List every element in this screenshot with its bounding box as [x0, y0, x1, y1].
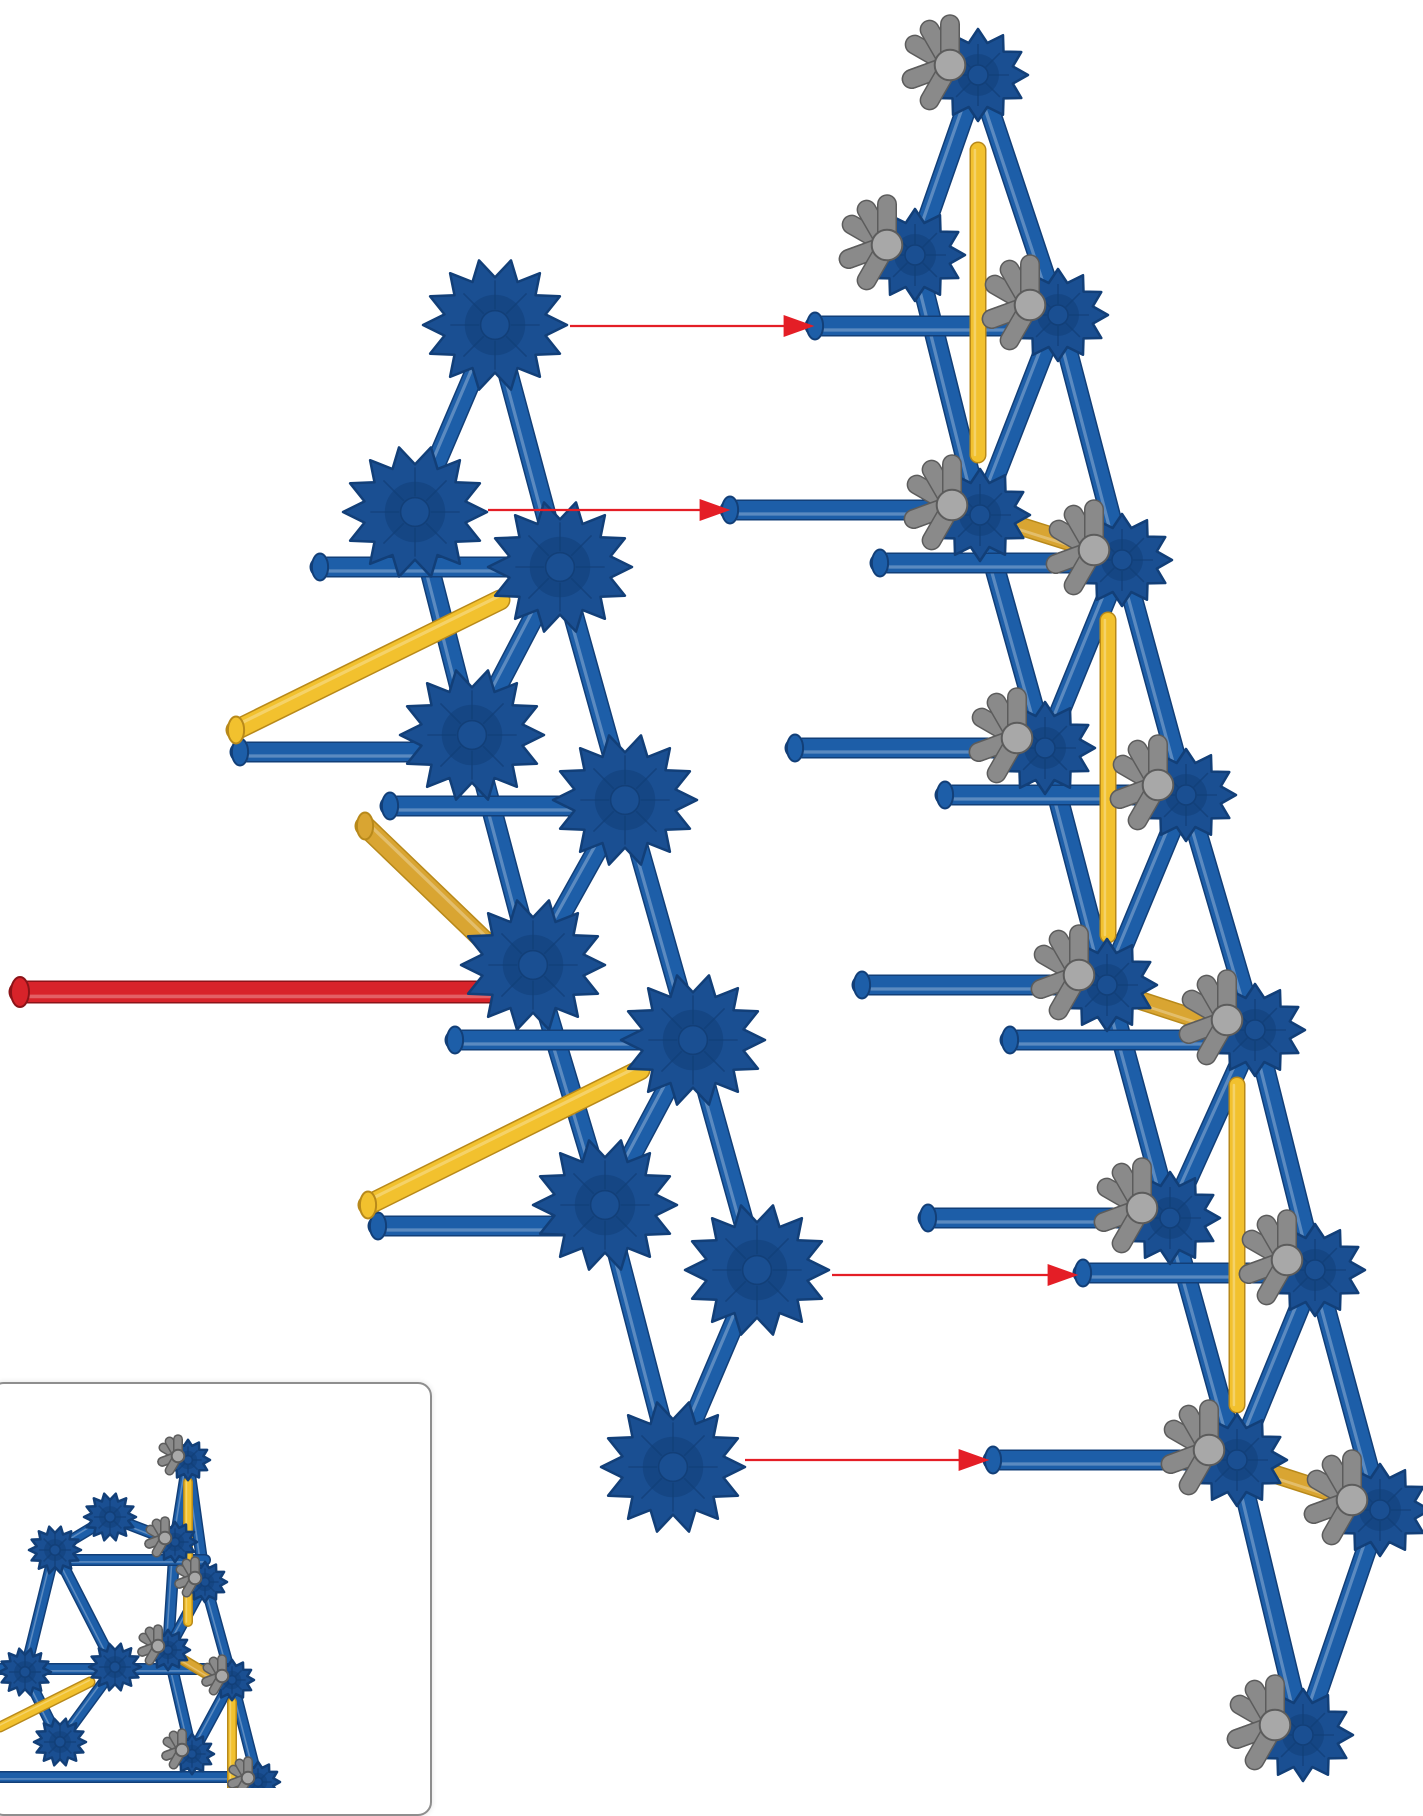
blue-connector-icon [599, 1401, 747, 1533]
yellow-rod [227, 1697, 237, 1788]
gray-connector-icon [968, 687, 1034, 784]
gray-connector-icon [1226, 1674, 1292, 1771]
blue-rod [904, 244, 991, 526]
yellow-rod [0, 1676, 96, 1733]
gray-connector-icon [903, 454, 969, 551]
arrows-layer [488, 315, 1079, 1471]
blue-rod-end [368, 1211, 388, 1241]
blue-rod-end [310, 552, 330, 582]
gray-connector-icon [1093, 1157, 1159, 1254]
blue-rod-end [1000, 1025, 1020, 1055]
gray-connector-icon [1160, 1399, 1226, 1496]
blue-rod-end [935, 780, 955, 810]
gray-connector-icon [201, 1654, 230, 1696]
blue-rod-end [380, 791, 400, 821]
red-rod [8, 980, 507, 1004]
blue-connector-icon [459, 899, 607, 1031]
blue-connector-icon [531, 1139, 679, 1271]
yellow-rod [1228, 1076, 1246, 1414]
gray-connector-icon [838, 194, 904, 291]
blue-connector-icon [398, 669, 546, 801]
blue-connector-icon [421, 259, 569, 391]
blue-rod [1175, 784, 1266, 1041]
blue-rod [967, 64, 1069, 326]
blue-connector-icon [619, 974, 767, 1106]
yellow-rod [1099, 611, 1117, 944]
blue-rod-end [918, 1203, 938, 1233]
yellow-rod-end [226, 715, 246, 745]
blue-rod [1226, 1449, 1314, 1746]
gray-connector-icon [227, 1756, 256, 1788]
blue-connector-icon [486, 501, 634, 633]
yellow-rod-end [358, 1190, 378, 1220]
gray-connector-icon [1030, 924, 1096, 1021]
blue-connector-icon [27, 1525, 83, 1575]
blue-rod [49, 1544, 121, 1673]
blue-connector-icon [1118, 1170, 1222, 1266]
gray-connector-icon [1178, 969, 1244, 1066]
inset-preview-diagram [0, 1434, 282, 1788]
yellow-rod [969, 141, 987, 464]
blue-rod [1159, 1207, 1248, 1471]
gold-rod-end [355, 811, 375, 841]
gray-connector-icon [901, 14, 967, 111]
blue-connector-icon [551, 734, 699, 866]
gray-connector-icon [1238, 1209, 1304, 1306]
blue-rod [1111, 549, 1197, 806]
blue-connector-icon [683, 1204, 831, 1336]
gray-connector-icon [157, 1434, 186, 1476]
blue-rod [1304, 1259, 1391, 1521]
blue-connector-icon [0, 1647, 53, 1697]
blue-rod-end [870, 548, 890, 578]
red-rod-end [10, 976, 30, 1008]
gray-connector-icon [137, 1624, 166, 1666]
blue-connector-icon [1055, 937, 1159, 1033]
connectors-layer [341, 14, 1423, 1783]
blue-connector-icon [82, 1492, 138, 1542]
blue-rod-end [785, 733, 805, 763]
gray-connector-icon [1109, 734, 1175, 831]
gray-connector-icon [144, 1516, 173, 1558]
gray-connector-icon [174, 1556, 203, 1598]
gray-connector-icon [981, 254, 1047, 351]
blue-rod [1244, 1019, 1326, 1281]
gray-connector-icon [1045, 499, 1111, 596]
inset-connectors [0, 1434, 282, 1788]
blue-rod-end [1073, 1258, 1093, 1288]
blue-rod-end [445, 1025, 465, 1055]
blue-connector-icon [341, 446, 489, 578]
blue-rod [0, 1771, 264, 1783]
blue-rod [1047, 304, 1133, 571]
blue-connector-icon [32, 1717, 88, 1767]
yellow-rod [225, 589, 511, 741]
blue-rod-end [852, 970, 872, 1000]
yellow-rod [357, 1059, 651, 1216]
gray-connector-icon [1303, 1449, 1369, 1546]
gray-connector-icon [161, 1728, 190, 1770]
blue-connector-icon [87, 1642, 143, 1692]
blue-rod-end [983, 1445, 1003, 1475]
blue-rod [1096, 974, 1181, 1229]
